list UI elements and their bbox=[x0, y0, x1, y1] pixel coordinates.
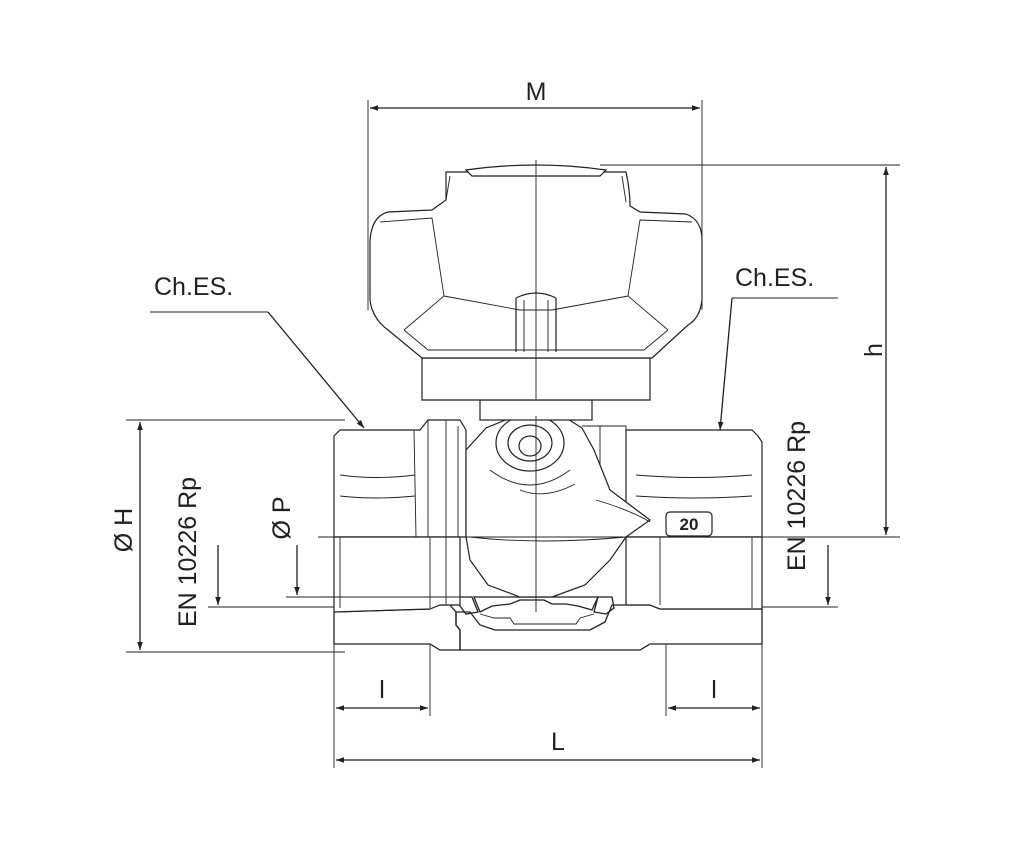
center-lines bbox=[318, 160, 900, 612]
dimension-h: h bbox=[600, 164, 900, 535]
label-l-right: l bbox=[711, 676, 717, 704]
dimension-diam-H: Ø H bbox=[110, 419, 345, 653]
ches-right-callout: Ch.ES. bbox=[717, 264, 838, 431]
ches-right-label: Ch.ES. bbox=[735, 264, 814, 292]
dimension-l-left: l bbox=[333, 644, 431, 768]
valve-body bbox=[333, 399, 763, 613]
ball-lower-detail bbox=[479, 613, 595, 625]
body-lower-left bbox=[333, 536, 461, 613]
label-diam-P: Ø P bbox=[268, 496, 296, 539]
ches-left-callout: Ch.ES. bbox=[150, 273, 365, 429]
label-diam-H: Ø H bbox=[110, 508, 138, 552]
orange-seal-right bbox=[593, 596, 615, 615]
label-h: h bbox=[860, 343, 888, 357]
size-badge-label: 20 bbox=[680, 515, 699, 534]
size-badge: 20 bbox=[665, 511, 713, 537]
dimension-l-right: l bbox=[665, 644, 763, 768]
dimension-M: M bbox=[367, 78, 703, 310]
dimension-L: L bbox=[336, 728, 760, 763]
thread-depth-right: EN 10226 Rp bbox=[762, 421, 838, 608]
body-lower-right bbox=[625, 536, 763, 610]
body-left-end bbox=[333, 419, 467, 538]
label-M: M bbox=[526, 78, 547, 106]
ches-left-label: Ch.ES. bbox=[154, 273, 233, 301]
ball-section bbox=[473, 596, 600, 613]
section-view bbox=[333, 596, 763, 651]
thread-spec-left: EN 10226 Rp bbox=[174, 477, 202, 627]
label-l-left: l bbox=[379, 676, 385, 704]
label-L: L bbox=[551, 728, 565, 756]
thread-spec-right: EN 10226 Rp bbox=[783, 421, 811, 571]
thread-depth-left: EN 10226 Rp bbox=[174, 477, 334, 627]
dimension-diam-P: Ø P bbox=[268, 496, 460, 598]
